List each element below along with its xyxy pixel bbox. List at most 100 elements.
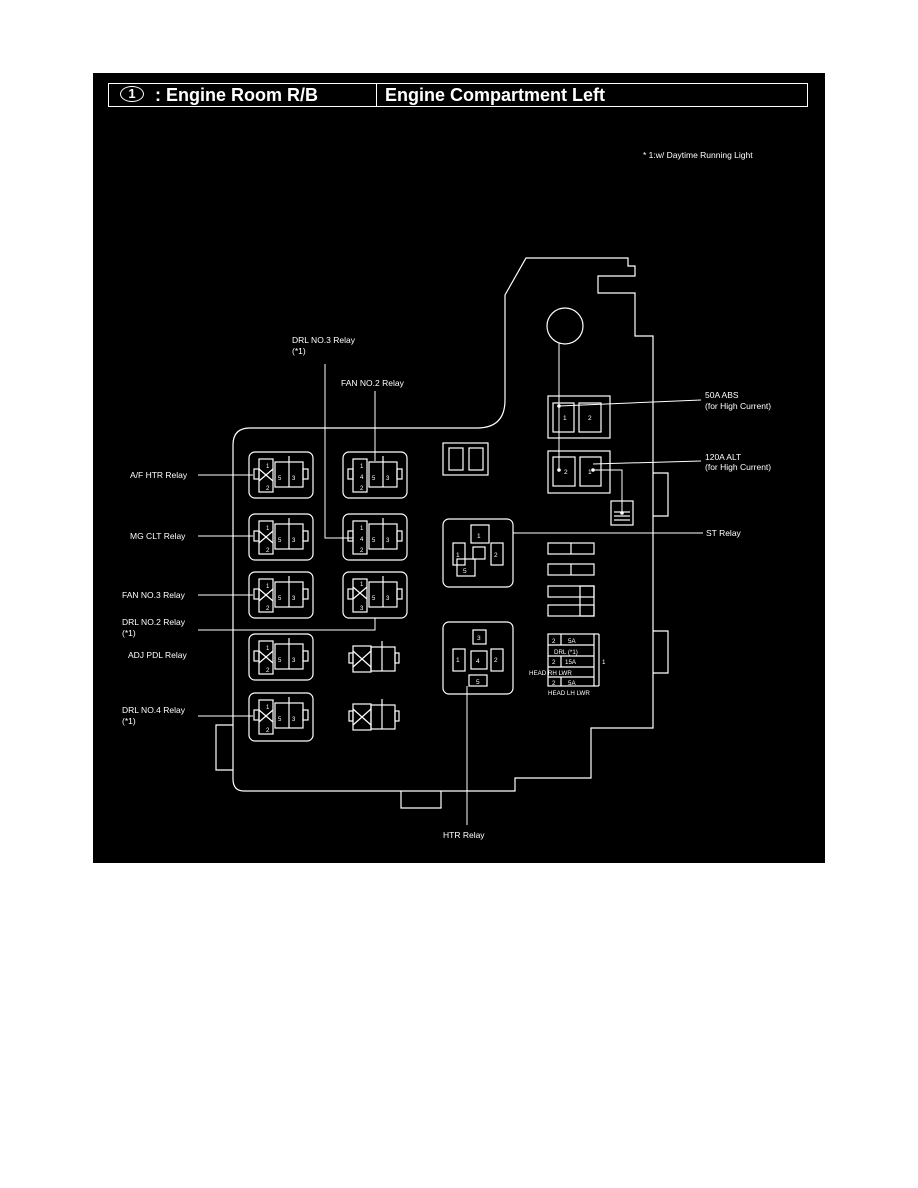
pin-50a-2: 2 bbox=[588, 415, 592, 422]
pin-mg-5: 5 bbox=[278, 538, 282, 544]
note-120a-alt: (for High Current) bbox=[705, 462, 771, 472]
relay-block-outline bbox=[232, 257, 654, 792]
pin-drl3-3: 3 bbox=[386, 538, 390, 544]
pin-fan3-1: 1 bbox=[266, 584, 270, 590]
pin-drl4-2: 2 bbox=[266, 728, 270, 734]
label-af-htr: A/F HTR Relay bbox=[130, 470, 188, 480]
pin-af-3: 3 bbox=[292, 476, 296, 482]
pin-adj-1: 1 bbox=[266, 646, 270, 652]
pin-drl4-3: 3 bbox=[292, 717, 296, 723]
fuse-row1-pin: 2 bbox=[552, 638, 556, 645]
pin-fan2-5: 5 bbox=[372, 476, 376, 482]
connector-number-badge: 1 bbox=[120, 86, 144, 102]
label-fan-no3: FAN NO.3 Relay bbox=[122, 590, 186, 600]
leader-drl-no2 bbox=[198, 618, 376, 631]
af-htr-relay-socket bbox=[248, 451, 314, 499]
pin-drl2-5: 5 bbox=[372, 596, 376, 602]
fuse-row3-amp: 5A bbox=[568, 680, 576, 687]
pin-drl2-1: 1 bbox=[360, 582, 364, 588]
pin-drl3-5: 5 bbox=[372, 538, 376, 544]
leader-stub bbox=[593, 469, 623, 513]
pin-adj-2: 2 bbox=[266, 668, 270, 674]
pin-fan3-3: 3 bbox=[292, 596, 296, 602]
fuse-row3-pin: 2 bbox=[552, 680, 556, 687]
footnote: * 1:w/ Daytime Running Light bbox=[643, 150, 753, 160]
fuse-120a-alt bbox=[547, 450, 611, 494]
pin-drl3-2: 2 bbox=[360, 548, 364, 554]
pin-af-2: 2 bbox=[266, 486, 270, 492]
left-tab bbox=[215, 724, 233, 771]
fuse-row2-name: HEAD RH LWR bbox=[529, 670, 572, 677]
pin-st-5: 5 bbox=[463, 568, 467, 575]
pin-drl3-1: 1 bbox=[360, 526, 364, 532]
right-tab-lower bbox=[653, 630, 669, 674]
pin-af-1: 1 bbox=[266, 464, 270, 470]
fuse-row2-amp: 15A bbox=[565, 659, 577, 666]
label-drl-no4: DRL NO.4 Relay bbox=[122, 705, 186, 715]
component-title: : Engine Room R/B bbox=[155, 85, 318, 105]
drl-no2-relay-socket bbox=[342, 571, 408, 619]
diagram-header: 1 : Engine Room R/B Engine Compartment L… bbox=[108, 83, 808, 107]
pin-drl2-3b: 3 bbox=[386, 596, 390, 602]
drl-no3-relay-socket bbox=[342, 513, 408, 561]
pin-st-right-2: 2 bbox=[494, 552, 498, 559]
htr-relay-socket bbox=[442, 621, 514, 695]
pin-fan3-5: 5 bbox=[278, 596, 282, 602]
note-drl-no3: (*1) bbox=[292, 346, 306, 356]
fuse-row3-name: HEAD LH LWR bbox=[548, 690, 590, 697]
fuse-label-panel bbox=[547, 633, 595, 687]
leader-drl-no3 bbox=[324, 364, 353, 539]
unlabeled-relay-socket-2 bbox=[348, 699, 400, 731]
pin-mg-3: 3 bbox=[292, 538, 296, 544]
fuse-row1-amp: 5A bbox=[568, 638, 576, 645]
pin-fan2-3: 3 bbox=[386, 476, 390, 482]
fuse-row1-name: DRL (*1) bbox=[554, 649, 578, 656]
label-drl-no3: DRL NO.3 Relay bbox=[292, 335, 356, 345]
note-50a-abs: (for High Current) bbox=[705, 401, 771, 411]
label-mg-clt: MG CLT Relay bbox=[130, 531, 186, 541]
label-fan-no2: FAN NO.2 Relay bbox=[341, 378, 405, 388]
pin-120a-1: 1 bbox=[588, 469, 592, 476]
pin-fan2-2: 2 bbox=[360, 486, 364, 492]
pin-htr-2: 2 bbox=[494, 657, 498, 664]
pin-50a-1: 1 bbox=[563, 415, 567, 422]
fan-no3-relay-socket bbox=[248, 571, 314, 619]
adj-pdl-relay-socket bbox=[248, 633, 314, 681]
relay-block-diagram: * 1:w/ Daytime Running Light DRL NO.3 Re… bbox=[122, 150, 771, 840]
label-120a-alt: 120A ALT bbox=[705, 452, 741, 462]
label-50a-abs: 50A ABS bbox=[705, 390, 739, 400]
label-drl-no2: DRL NO.2 Relay bbox=[122, 617, 186, 627]
mg-clt-relay-socket bbox=[248, 513, 314, 561]
pin-af-5: 5 bbox=[278, 476, 282, 482]
pin-drl2-3: 3 bbox=[360, 606, 364, 612]
label-htr-relay: HTR Relay bbox=[443, 830, 485, 840]
pin-adj-5: 5 bbox=[278, 658, 282, 664]
mini-fuse-3 bbox=[547, 585, 595, 598]
pin-htr-4: 4 bbox=[476, 658, 480, 665]
pin-htr-3: 3 bbox=[477, 635, 481, 642]
pin-fan3-2: 2 bbox=[266, 606, 270, 612]
unlabeled-relay-socket-1 bbox=[348, 641, 400, 673]
leader-50a-abs bbox=[558, 399, 702, 407]
bottom-tab bbox=[400, 791, 442, 809]
label-st-relay: ST Relay bbox=[706, 528, 742, 538]
pin-mg-1: 1 bbox=[266, 526, 270, 532]
diagram-panel: 1 : Engine Room R/B Engine Compartment L… bbox=[93, 73, 825, 863]
header-left-cell: 1 : Engine Room R/B bbox=[109, 84, 377, 106]
pin-st-1: 1 bbox=[477, 533, 481, 540]
fuse-side-pin: 1 bbox=[602, 659, 606, 666]
mini-fuse-4 bbox=[547, 604, 595, 617]
pin-htr-5: 5 bbox=[476, 679, 480, 686]
pin-mg-2: 2 bbox=[266, 548, 270, 554]
mounting-hole bbox=[546, 307, 584, 345]
pin-fan2-4: 4 bbox=[360, 475, 364, 481]
pin-fan2-1: 1 bbox=[360, 464, 364, 470]
pin-120a-2: 2 bbox=[564, 469, 568, 476]
leader-120a-alt bbox=[592, 460, 702, 465]
st-relay-socket bbox=[442, 518, 514, 588]
drl-no4-relay-socket bbox=[248, 692, 314, 742]
fuse-50a-abs bbox=[547, 395, 611, 439]
right-tab-upper bbox=[653, 472, 669, 517]
pin-htr-1: 1 bbox=[456, 657, 460, 664]
pin-drl3-4: 4 bbox=[360, 537, 364, 543]
